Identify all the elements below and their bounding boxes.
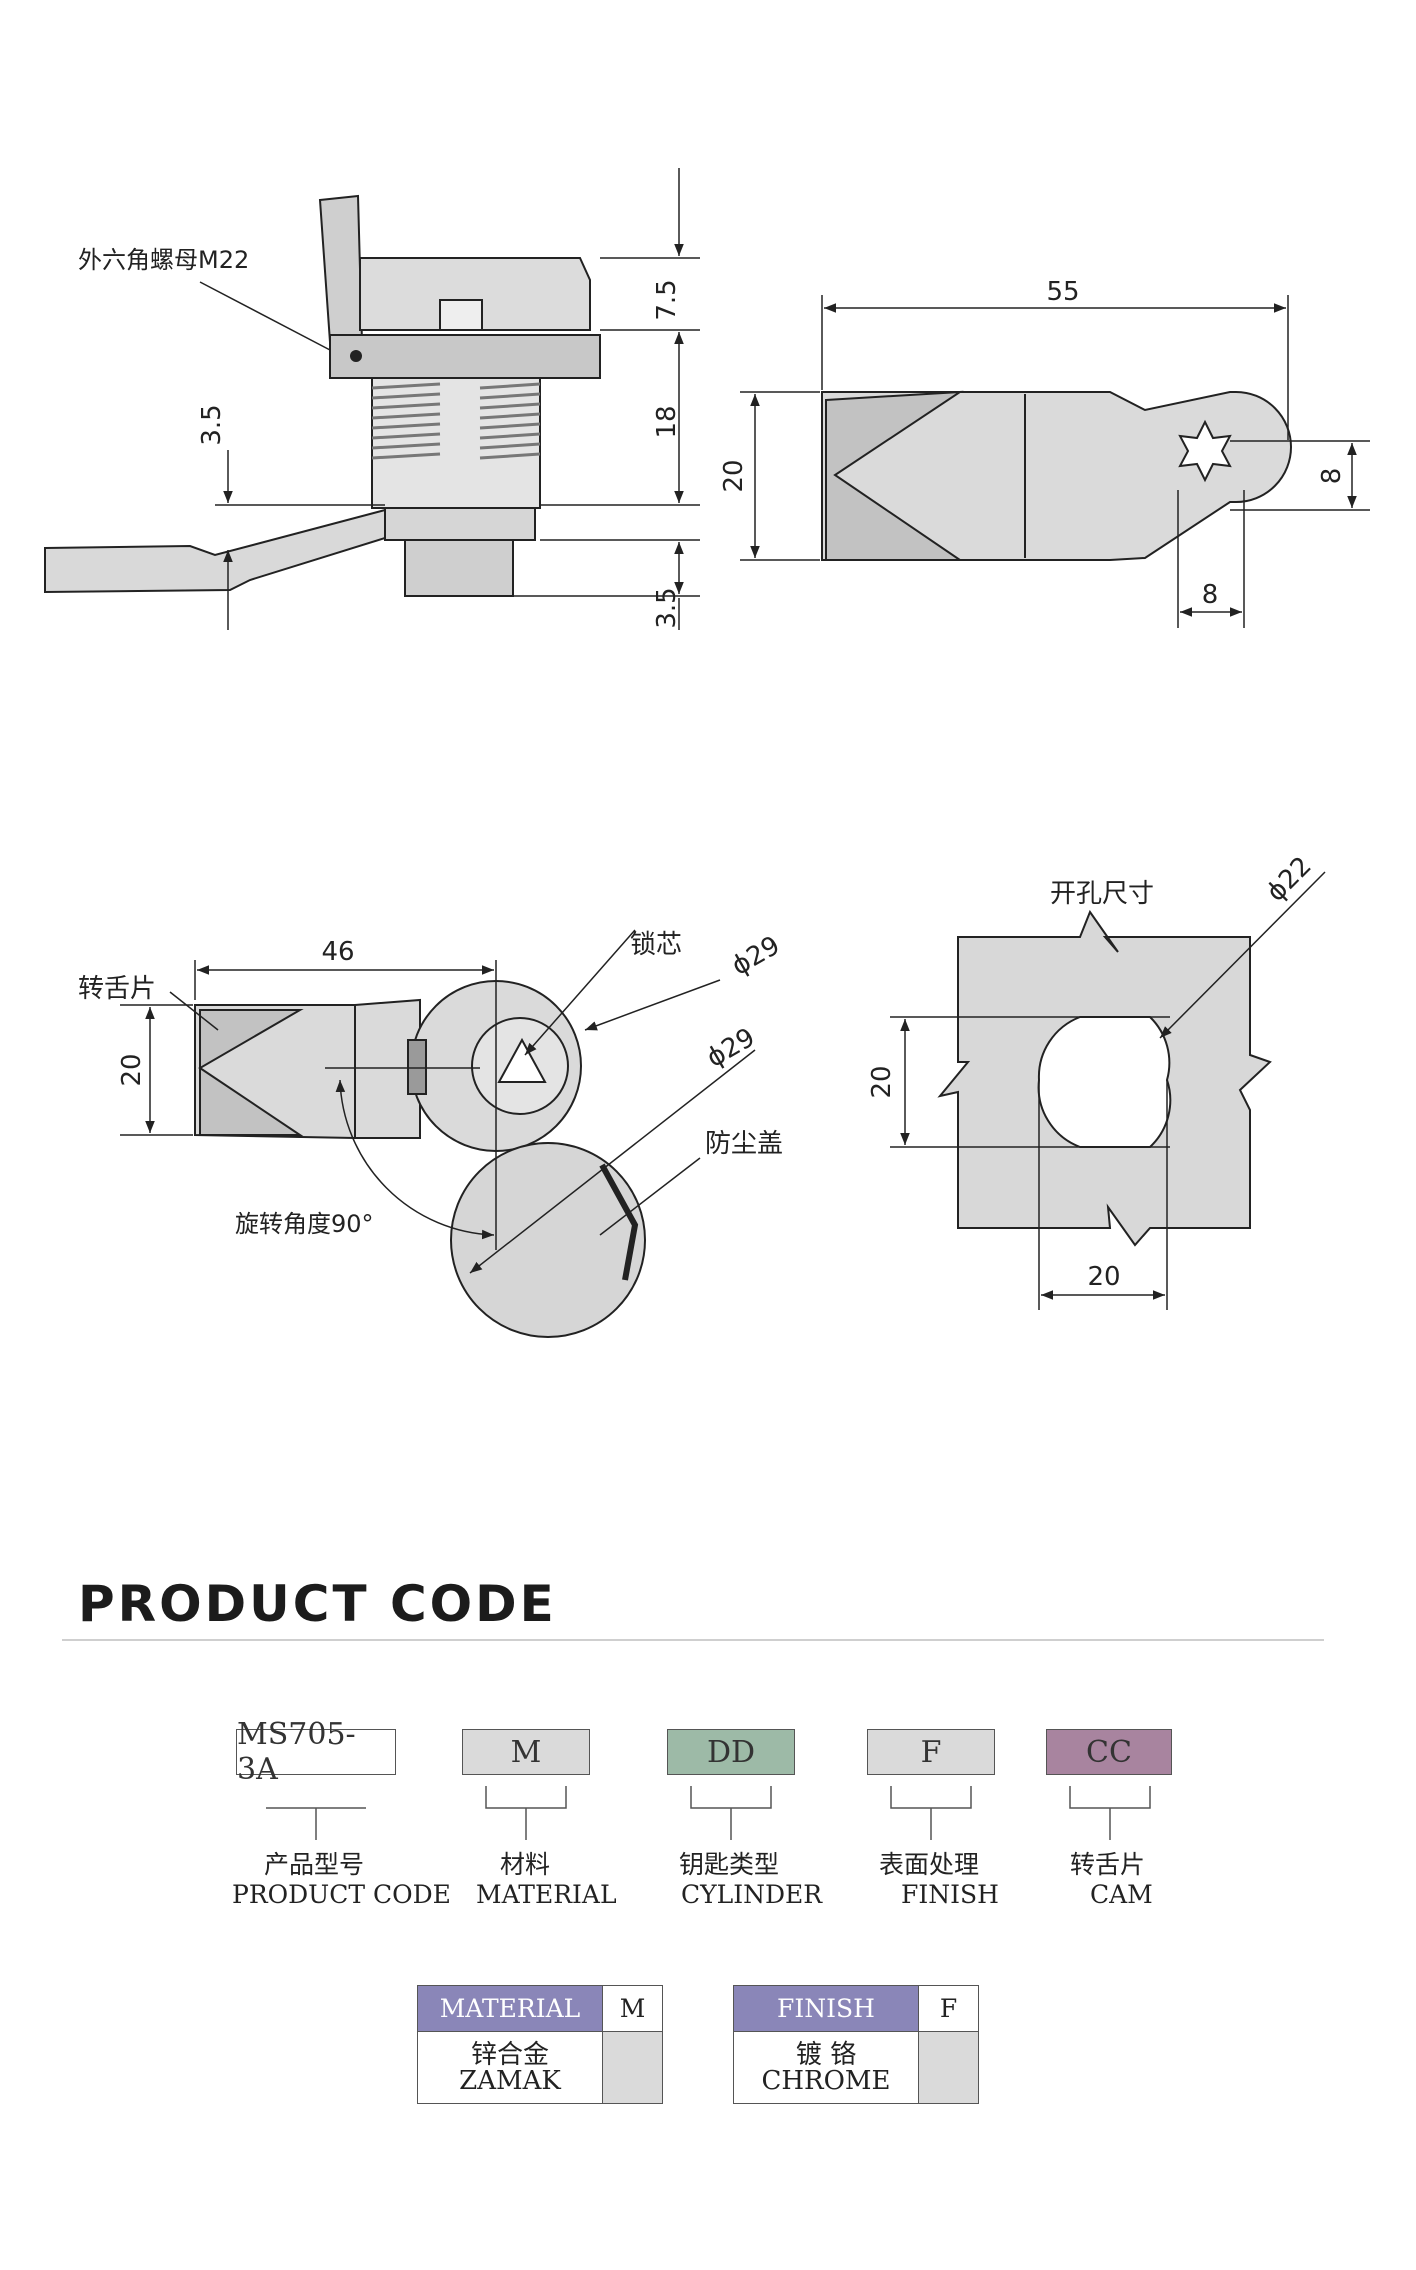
dim-cam-width: 20: [719, 459, 749, 492]
cutout-dimensions: [890, 871, 1326, 1310]
label-cylinder-en: CYLINDER: [681, 1880, 823, 1909]
cam-label: 转舌片: [78, 974, 156, 1004]
dim-cam-length: 55: [1046, 277, 1079, 307]
label-product-code: 产品型号 PRODUCT CODE: [232, 1850, 451, 1910]
label-product-code-en: PRODUCT CODE: [232, 1880, 451, 1909]
material-value-cn: 锌合金: [470, 2039, 549, 2070]
finish-table-header: FINISH: [733, 1985, 919, 2032]
material-table-header: MATERIAL: [417, 1985, 603, 2032]
dim-front-length: 46: [321, 937, 354, 967]
finish-value-en: CHROME: [761, 2065, 891, 2096]
cutout-title: 开孔尺寸: [1050, 879, 1154, 909]
label-cylinder: 钥匙类型 CYLINDER: [667, 1850, 827, 1910]
heading-divider: [62, 1639, 1324, 1641]
side-view-dimensions: [199, 168, 700, 630]
finish-table: FINISH F 镀 铬 CHROME: [733, 1985, 979, 2104]
finish-table-value: 镀 铬 CHROME: [733, 2031, 919, 2104]
material-value-en: ZAMAK: [459, 2065, 561, 2096]
label-material-en: MATERIAL: [476, 1880, 617, 1909]
star-hole: [1178, 419, 1232, 483]
dim-top-height: 7.5: [652, 279, 682, 320]
cover-label: 防尘盖: [705, 1129, 783, 1159]
dim-cam-offset: 3.5: [197, 404, 227, 445]
code-box-material: M: [462, 1729, 590, 1775]
finish-table-code: F: [918, 1985, 979, 2032]
dim-cover-dia: ϕ29: [702, 1023, 761, 1074]
dim-hole-size: 8: [1317, 468, 1347, 485]
cam-view: [821, 390, 1292, 561]
dim-cutout-width: 20: [1087, 1262, 1120, 1292]
label-finish-cn: 表面处理: [879, 1850, 980, 1879]
nut-label: 外六角螺母M22: [78, 246, 249, 274]
core-label: 锁芯: [630, 930, 682, 960]
side-view: [44, 194, 601, 597]
label-material: 材料 MATERIAL: [462, 1850, 622, 1910]
label-cam-cn: 转舌片: [1070, 1850, 1146, 1879]
finish-value-cn: 镀 铬: [795, 2039, 857, 2070]
code-box-finish: F: [867, 1729, 995, 1775]
technical-drawing: 外六角螺母M22 7.5 18 3.5 3.5 55 20 8 8: [44, 168, 1370, 1338]
dim-hole-offset: 8: [1202, 580, 1219, 610]
label-finish: 表面处理 FINISH: [867, 1850, 1027, 1910]
label-material-cn: 材料: [500, 1850, 551, 1879]
dim-cutout-dia: ϕ22: [1261, 851, 1318, 908]
dim-body-dia: ϕ29: [727, 931, 786, 982]
label-finish-en: FINISH: [901, 1880, 999, 1909]
code-box-product: MS705-3A: [236, 1717, 396, 1787]
dim-body-height: 18: [652, 405, 682, 438]
material-table: MATERIAL M 锌合金 ZAMAK: [417, 1985, 663, 2104]
label-cam: 转舌片 CAM: [1056, 1850, 1176, 1910]
code-brackets: [266, 1786, 1151, 1840]
label-product-code-cn: 产品型号: [264, 1850, 365, 1879]
dim-front-width: 20: [117, 1053, 147, 1086]
cutout-hole: [1037, 1016, 1172, 1148]
front-view: [194, 980, 646, 1338]
material-table-code: M: [602, 1985, 663, 2032]
dim-bottom-height: 3.5: [652, 587, 682, 628]
product-code-heading: PRODUCT CODE: [78, 1575, 557, 1633]
material-table-swatch: [602, 2031, 663, 2104]
nut-marker-dot: [350, 350, 362, 362]
rotation-label: 旋转角度90°: [235, 1210, 374, 1238]
code-box-cylinder: DD: [667, 1729, 795, 1775]
label-cam-en: CAM: [1090, 1880, 1153, 1909]
label-cylinder-cn: 钥匙类型: [679, 1850, 780, 1879]
dim-cutout-height: 20: [867, 1065, 897, 1098]
cutout-view: [937, 909, 1272, 1247]
code-box-cam: CC: [1046, 1729, 1172, 1775]
finish-table-swatch: [918, 2031, 979, 2104]
front-view-dimensions: [120, 929, 756, 1274]
material-table-value: 锌合金 ZAMAK: [417, 2031, 603, 2104]
cam-view-dimensions: [740, 295, 1370, 628]
